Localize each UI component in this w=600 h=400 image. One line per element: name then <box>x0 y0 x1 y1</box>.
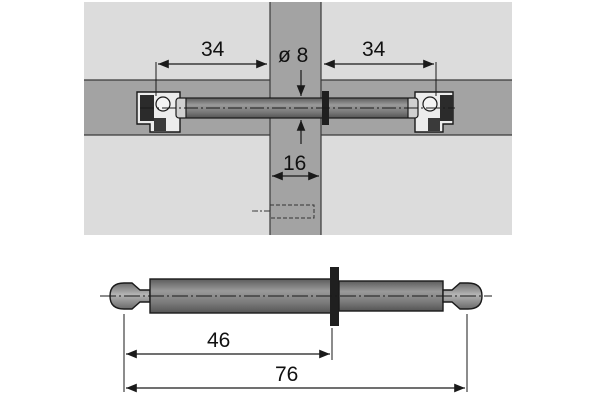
dim-total-length: 76 <box>275 363 298 386</box>
dim-half-length: 46 <box>207 329 230 352</box>
hidden-drill-hole <box>252 204 315 219</box>
dim-bolt-diameter: ø 8 <box>278 44 308 67</box>
dim-left-depth: 34 <box>201 38 225 61</box>
bolt-view: 46 76 <box>100 267 492 393</box>
dim-right-depth: 34 <box>362 38 386 61</box>
bolt-washer <box>330 267 339 326</box>
assembly-view: 34 34 ø 8 16 <box>84 2 512 235</box>
dim-panel-thickness: 16 <box>283 152 306 175</box>
left-cam-housing <box>136 91 189 133</box>
